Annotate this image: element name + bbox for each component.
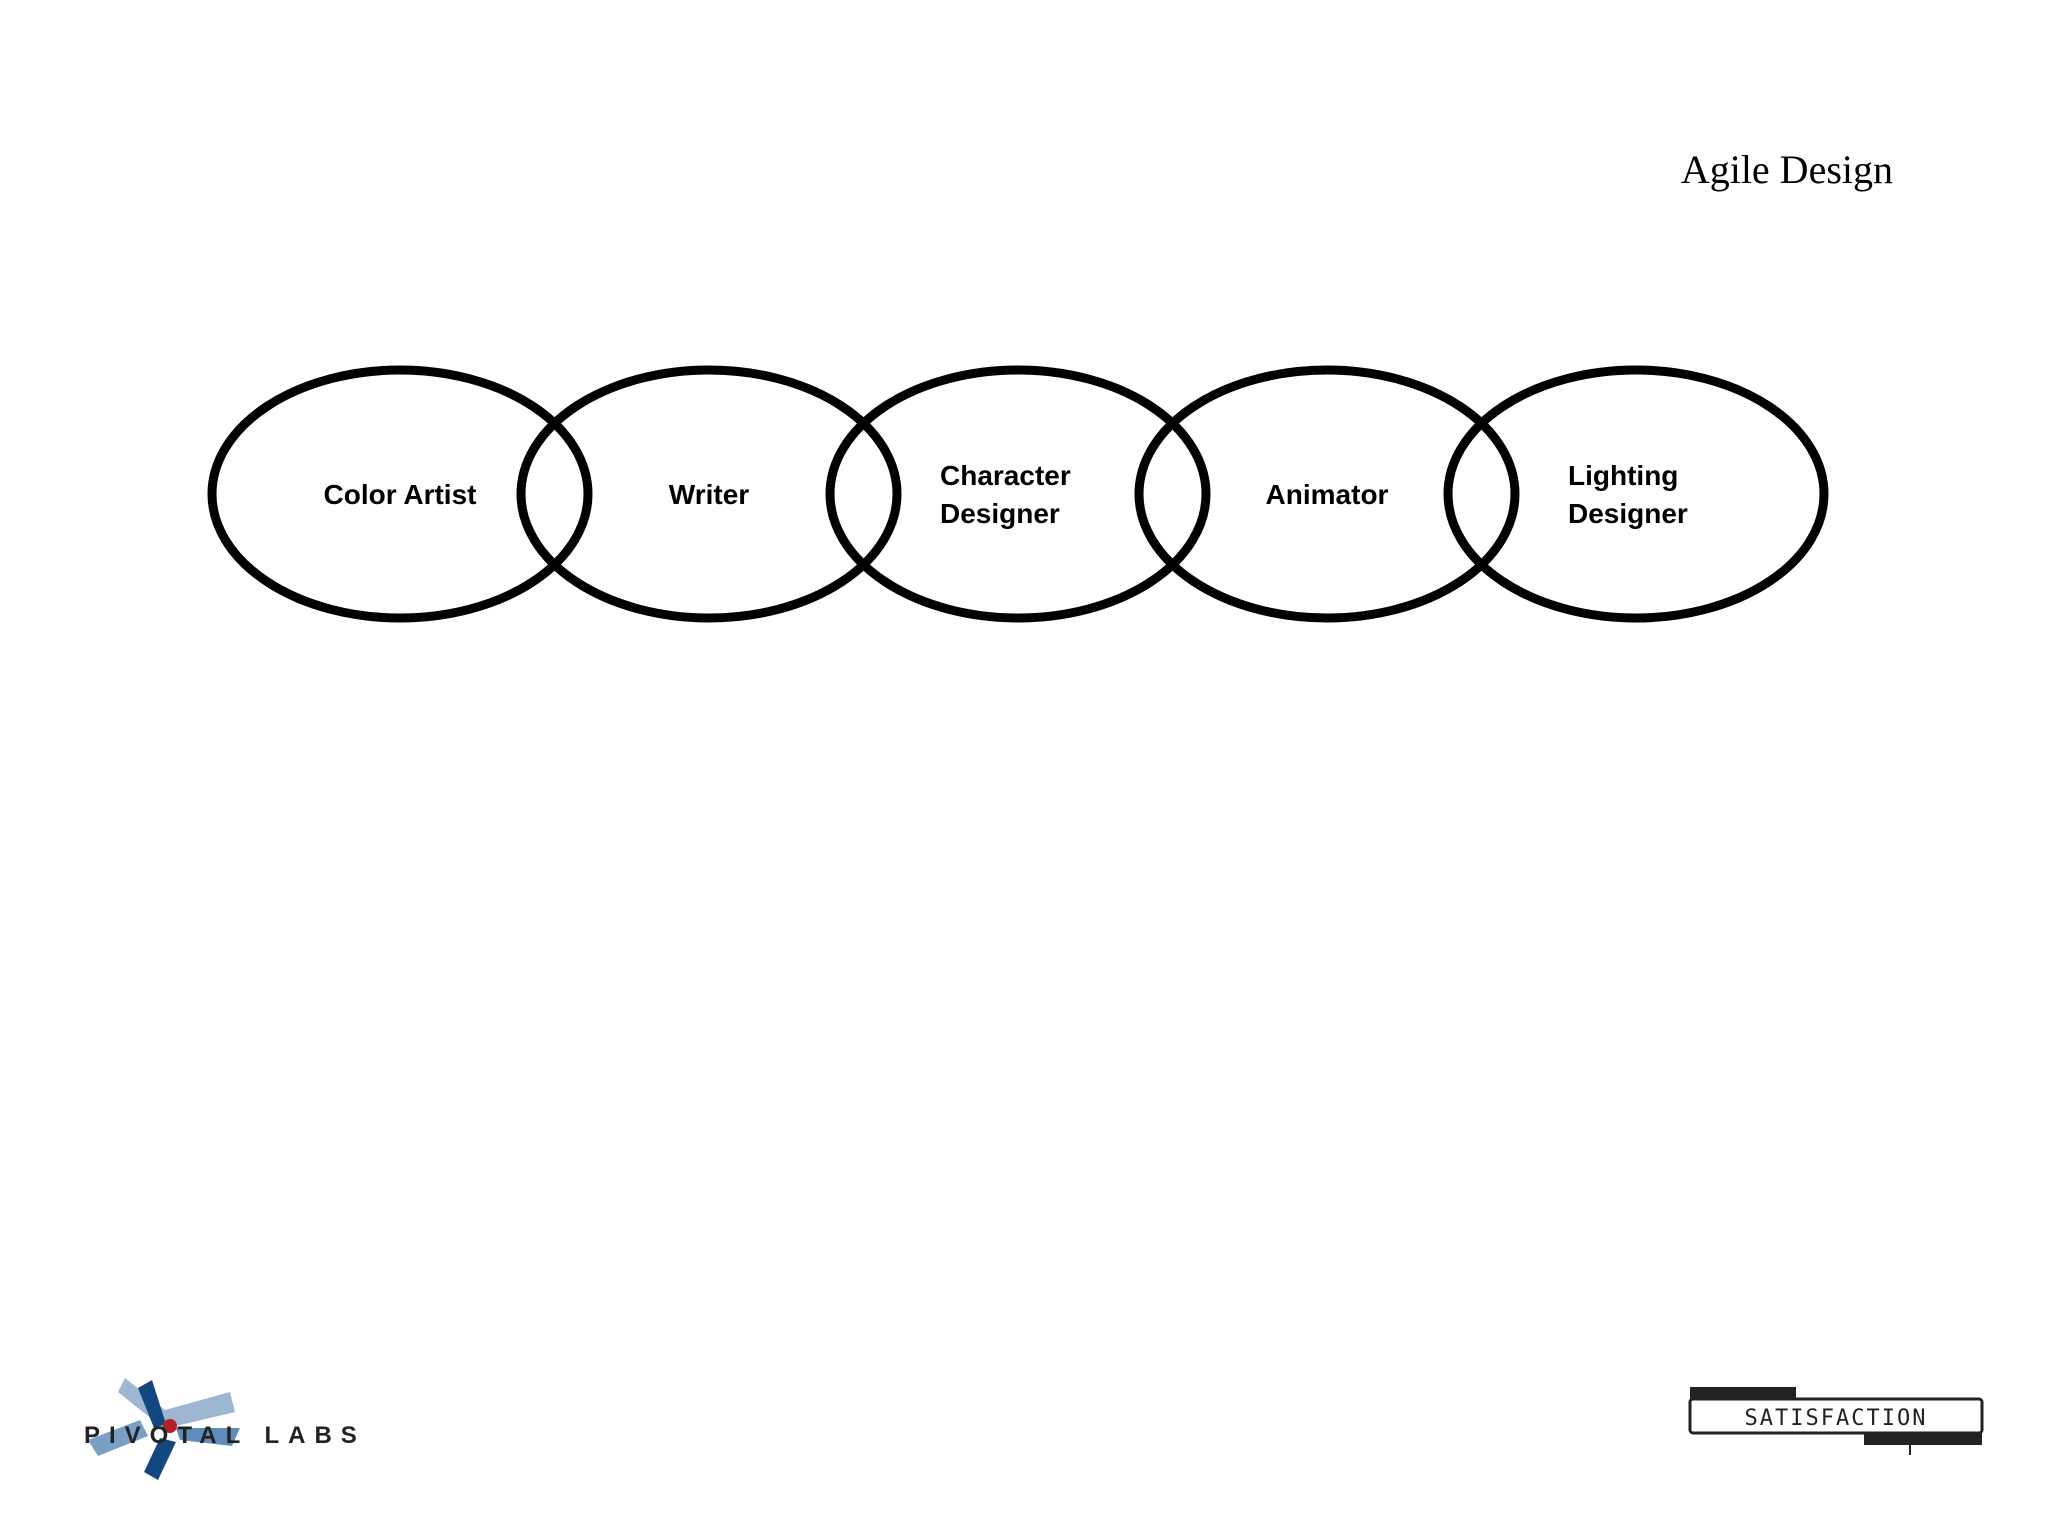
ring-color-artist (207, 365, 593, 623)
satisfaction-wordmark: SATISFACTION (1745, 1406, 1928, 1431)
label-writer: Writer (669, 479, 749, 510)
ring-writer (516, 365, 902, 623)
slide-title: Agile Design (1680, 147, 1893, 192)
role-rings (207, 365, 1829, 623)
label-color-artist: Color Artist (324, 479, 477, 510)
ring-character-designer (825, 365, 1211, 623)
ring-lighting-designer (1443, 365, 1829, 623)
pivotal-labs-wordmark: PIVOTAL LABS (84, 1422, 366, 1449)
pivotal-labs-logo: PIVOTAL LABS (84, 1378, 366, 1480)
pinwheel-icon (88, 1378, 240, 1480)
ring-animator (1134, 365, 1520, 623)
satisfaction-logo: SATISFACTION (1688, 1387, 1984, 1455)
label-animator: Animator (1266, 479, 1389, 510)
